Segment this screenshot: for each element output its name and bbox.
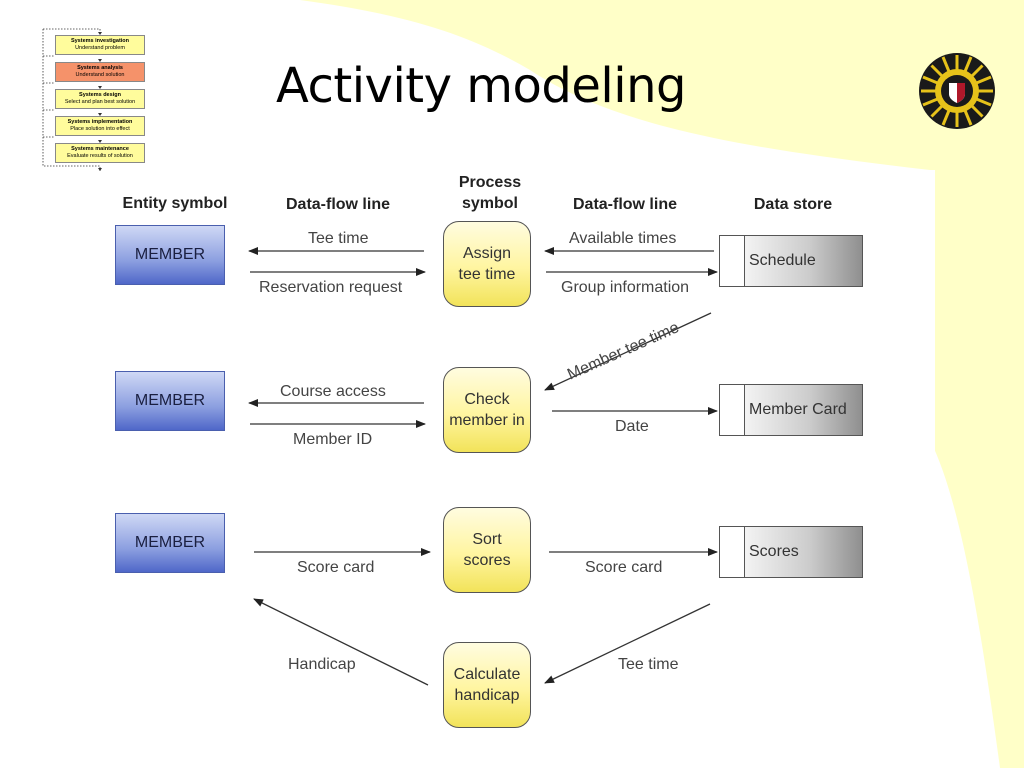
header-data-store: Data store: [753, 196, 833, 213]
entity-member-3[interactable]: MEMBER: [115, 513, 225, 573]
process-label-line1: Assign: [462, 245, 511, 262]
process-label-line2: handicap: [454, 687, 520, 704]
header-process-line1: Process: [458, 174, 522, 191]
process-label: Assign tee time: [459, 243, 516, 285]
sdlc-stage-design[interactable]: Systems design Select and plan best solu…: [55, 89, 145, 109]
process-label-line1: Sort: [472, 531, 502, 548]
process-label-line1: Calculate: [453, 666, 521, 683]
flow-label-reservation-request: Reservation request: [259, 279, 403, 296]
store-tab: [720, 527, 745, 577]
sdlc-stage-desc: Understand problem: [75, 45, 125, 51]
sdlc-stage-desc: Evaluate results of solution: [67, 153, 133, 159]
sdlc-stage-desc: Select and plan best solution: [64, 99, 136, 105]
flow-label-date: Date: [615, 418, 649, 435]
flow-label-tee-time-2: Tee time: [618, 656, 679, 673]
process-label: Calculate handicap: [454, 664, 521, 706]
header-process-line2: symbol: [461, 195, 518, 212]
process-check-member-in[interactable]: Check member in: [443, 367, 531, 453]
header-process-symbol: Process symbol: [440, 172, 540, 214]
store-member-card[interactable]: Member Card: [719, 384, 863, 436]
sdlc-stage-name: Systems investigation: [70, 38, 130, 44]
process-assign-tee-time[interactable]: Assign tee time: [443, 221, 531, 307]
flow-label-available-times: Available times: [569, 230, 677, 247]
process-label-line2: tee time: [458, 266, 516, 283]
sdlc-stage-maintenance[interactable]: Systems maintenance Evaluate results of …: [55, 143, 145, 163]
store-schedule[interactable]: Schedule: [719, 235, 863, 287]
entity-member-2[interactable]: MEMBER: [115, 371, 225, 431]
flow-label-tee-time: Tee time: [308, 230, 369, 247]
flow-label-handicap: Handicap: [288, 656, 356, 673]
store-label: Schedule: [745, 236, 862, 286]
sdlc-stage-name: Systems design: [79, 92, 121, 98]
store-label: Member Card: [745, 385, 862, 435]
store-label: Scores: [745, 527, 862, 577]
university-seal-icon: [919, 53, 995, 129]
process-sort-scores[interactable]: Sort scores: [443, 507, 531, 593]
page-title: Activity modeling: [276, 58, 686, 114]
store-scores[interactable]: Scores: [719, 526, 863, 578]
process-label-line1: Check: [464, 391, 510, 408]
sdlc-stage-implementation[interactable]: Systems implementation Place solution in…: [55, 116, 145, 136]
store-tab: [720, 236, 745, 286]
process-label-line2: member in: [449, 412, 525, 429]
flow-label-member-id: Member ID: [293, 431, 373, 448]
process-label: Sort scores: [463, 529, 510, 571]
flow-label-course-access: Course access: [280, 383, 386, 400]
sdlc-connector-lines: [42, 28, 102, 171]
sdlc-stage-desc: Understand solution: [75, 72, 125, 78]
process-calculate-handicap[interactable]: Calculate handicap: [443, 642, 531, 728]
entity-member-1[interactable]: MEMBER: [115, 225, 225, 285]
sdlc-stage-name: Systems implementation: [67, 119, 133, 125]
header-data-flow-left: Data-flow line: [285, 196, 390, 213]
sdlc-stage-name: Systems analysis: [77, 65, 123, 71]
sdlc-stage-name: Systems maintenance: [71, 146, 129, 152]
header-data-flow-right: Data-flow line: [572, 196, 677, 213]
arrow-member-tee-time: [544, 312, 712, 391]
arrow-tee-time-to-handicap: [544, 603, 711, 684]
store-tab: [720, 385, 745, 435]
flow-label-score-card-left: Score card: [297, 559, 375, 576]
process-label-line2: scores: [463, 552, 511, 569]
arrow-handicap: [253, 598, 429, 686]
sdlc-stage-analysis[interactable]: Systems analysis Understand solution: [55, 62, 145, 82]
flow-label-score-card-right: Score card: [585, 559, 663, 576]
sdlc-stage-list: Systems investigation Understand problem…: [40, 26, 150, 172]
header-entity-symbol: Entity symbol: [122, 195, 228, 212]
process-label: Check member in: [449, 389, 525, 431]
sdlc-stage-investigation[interactable]: Systems investigation Understand problem: [55, 35, 145, 55]
flow-label-group-information: Group information: [561, 279, 690, 296]
sdlc-stage-desc: Place solution into effect: [70, 126, 130, 132]
